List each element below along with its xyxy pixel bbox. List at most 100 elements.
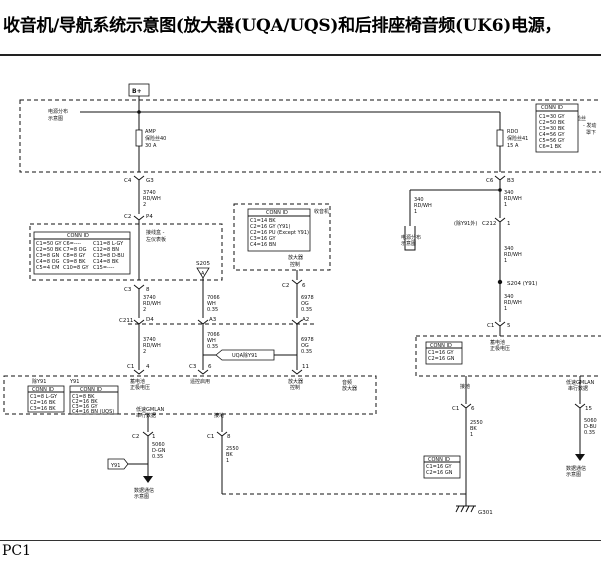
dash-junction-block [29, 223, 223, 281]
rse-wire-color-2: D-BU [584, 424, 597, 430]
conn-id-left-row: C15=---- [93, 265, 114, 271]
wire-amp-left-gauge: 5060 [152, 442, 165, 448]
radio-sub-label-1: 放大器 [288, 254, 303, 261]
conn-id-amp-b-row: C3=16 GY [72, 404, 98, 410]
wire-right-1-pin: B3 [507, 178, 515, 184]
wire-right-4-conn: C1 [487, 323, 494, 329]
wire-amp-ground-size: 1 [226, 458, 229, 464]
amp-pin-label-4: 放大器 [288, 378, 303, 385]
rse-label-2: 正极电压 [490, 345, 510, 352]
conn-id-top-right-row: C1=30 GY [539, 114, 565, 120]
wire-left-3-gauge: 3740 [143, 337, 156, 343]
power-dist-small-label-1: 电源分布 [401, 234, 421, 241]
conn-id-amp-a-row: C3=16 BK [30, 406, 56, 412]
dash-junction-label-2: 左仪表板 [146, 236, 166, 243]
radio-conn-id-row: C1=14 BK [250, 218, 276, 224]
splice-row-conn: C211 [119, 318, 133, 324]
wire-right-2-circuit: 1 [414, 209, 417, 215]
wire-right-mid-pin: 6 [302, 283, 306, 289]
wire-right-1-conn: C6 [486, 178, 494, 184]
wire-left-3-conn: C1 [127, 364, 134, 370]
wire-left-1-color: RD/WH [143, 196, 161, 202]
fuse-amp-rating: 30 A [145, 143, 157, 149]
wire-right-4-circuit: 1 [504, 306, 507, 312]
conn-id-bottom-title: CONN ID [428, 457, 450, 463]
c212-conn: C212 [482, 221, 496, 227]
amp-label-2: 放大器 [342, 385, 357, 392]
wire-left-3-pin: 4 [146, 364, 150, 370]
wire-left-2-gauge: 3740 [143, 295, 156, 301]
amplifier-module-outline [3, 375, 377, 415]
fuse-block-label-1: 电源分布 [48, 108, 68, 115]
wire-right-mid-gauge: 6978 [301, 295, 314, 301]
conn-id-left-row: C1=50 GY [36, 241, 62, 247]
page-code: PC1 [2, 543, 32, 559]
conn-id-left-row: C12=8 BN [93, 247, 119, 253]
fuse-amp-name: AMP [145, 129, 156, 135]
radio-conn-id-title: CONN ID [266, 210, 288, 216]
radio-conn-id-row: C2=16 GY (Y91) [250, 224, 290, 230]
ground-label: G301 [478, 510, 493, 516]
conn-id-left-row: C4=8 OG [36, 259, 60, 265]
rse-conn-id-row: C2=16 GN [428, 356, 455, 362]
conn-id-left-row: C2=50 BK [36, 247, 62, 253]
wire-right-4-gauge: 340 [504, 294, 514, 300]
wire-right-mid-2-pin: 11 [302, 364, 309, 370]
data-comm-right-label-1: 数据通信 [566, 465, 586, 472]
rear-seat-audio-module [415, 335, 601, 377]
radio-conn-id-row: C4=16 BN [250, 242, 276, 248]
fuse-rdo-icon [496, 129, 504, 147]
splice-row-pin-d4: D4 [146, 317, 154, 323]
wire-right-1-color: RD/WH [504, 196, 522, 202]
conn-id-left-row: C14=8 BK [93, 259, 119, 265]
wire-right-3-gauge: 340 [504, 246, 514, 252]
conn-id-amp-a [27, 385, 65, 413]
wire-mid-color: WH [207, 301, 216, 307]
wire-amp-ground-color: BK [226, 452, 233, 458]
wire-amp-ground-pin: 8 [227, 434, 231, 440]
conn-id-bottom-row: C1=16 GY [426, 464, 452, 470]
radio-conn-id-row: C2=16 PU (Except Y91) [250, 230, 309, 236]
wire-right-3-color: RD/WH [504, 252, 522, 258]
amp-left-tag: 除Y91 [32, 378, 46, 385]
rse-label-1: 蓄电池 [490, 339, 505, 346]
conn-id-top-right-row: C3=30 BK [539, 126, 565, 132]
fuse-block-label-2: 示意图 [48, 115, 63, 122]
wire-left-3-circuit: 2 [143, 349, 146, 355]
conn-id-amp-a-row: C2=16 BK [30, 400, 56, 406]
conn-id-left-row: C5=4 CM [36, 265, 59, 271]
splice-s205-letter: A [201, 271, 205, 277]
power-dist-small-label-2: 示意图 [401, 240, 416, 247]
splice-row-pin-a3: A3 [209, 317, 217, 323]
data-comm-right-arrow-icon [575, 454, 585, 461]
conn-id-top-right-row: C5=56 GY [539, 138, 565, 144]
wire-mid-2-gauge: 7066 [207, 332, 220, 338]
radio-sub-label-2: 控制 [290, 261, 300, 268]
conn-id-top-right-title: CONN ID [541, 105, 563, 111]
wiring-diagram: B+ 电源分布 示意图 保险丝 - 发动 罩下 AMP 保险丝40 30 A R… [3, 83, 601, 516]
rse-conn-id-title: CONN ID [430, 343, 452, 349]
wire-amp-left-pin: 1 [152, 434, 156, 440]
amp-tag: Y91 [69, 379, 79, 385]
conn-id-left-row: C3=8 GN [36, 253, 60, 259]
data-comm-left-arrow-icon [143, 476, 153, 483]
radio-module-outline [233, 203, 331, 271]
wire-mid-size: 0.35 [207, 307, 218, 313]
amp-pin-label-3: 遥控启用 [190, 378, 210, 385]
y91-tag-label: Y91 [110, 463, 120, 469]
amp-pin-label-2: 正极电压 [130, 384, 150, 391]
amp-gmlan-label-1: 低速GMLAN [136, 406, 165, 413]
conn-id-top-right-row: C6=1 BK [539, 144, 562, 150]
conn-id-amp-b [69, 385, 119, 415]
page-title: 收音机/导航系统示意图(放大器(UQA/UQS)和后排座椅音频(UK6)电源， [3, 16, 562, 36]
wire-amp-left-color: D-GN [152, 448, 166, 454]
rse-wire-pin-2: 15 [585, 406, 592, 412]
wire-left-2-pin: 8 [146, 287, 150, 293]
wire-amp-ground-conn: C1 [207, 434, 214, 440]
dash-junction-label-1: 接线盒 - [146, 229, 165, 236]
wire-left-1-gauge: 3740 [143, 190, 156, 196]
wire-mid-2-pin: 6 [208, 364, 212, 370]
rse-wire-gauge-1: 2550 [470, 420, 483, 426]
c212-pin: 1 [507, 221, 511, 227]
rse-wire-conn-1: C1 [452, 406, 459, 412]
